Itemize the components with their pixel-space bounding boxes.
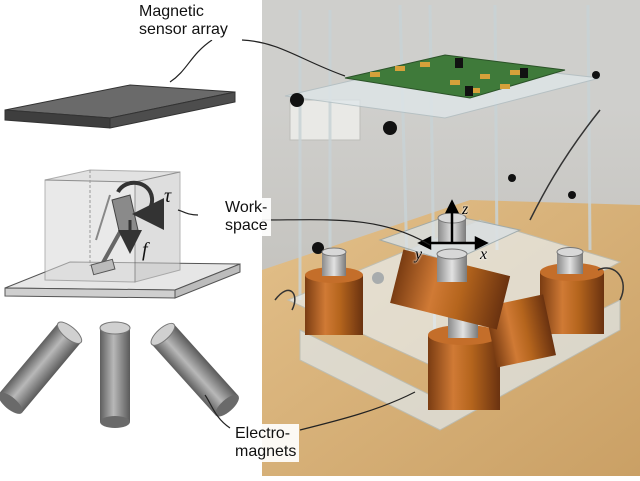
sensor-array-label-line2: sensor array <box>139 21 228 38</box>
leader-electro-to-coil <box>299 391 416 431</box>
torque-arrow <box>116 181 165 230</box>
coil-middle-right <box>484 294 556 368</box>
cylinder-center <box>99 321 131 428</box>
leader-workspace-to-cube <box>177 209 199 216</box>
leader-sensor-to-plate <box>169 39 213 83</box>
sensor-plate <box>4 84 236 129</box>
workspace-label: Work- space <box>222 198 271 236</box>
electromagnets-label: Electro- magnets <box>232 424 300 462</box>
coil-center <box>390 248 511 330</box>
cylinder-right <box>150 322 239 417</box>
cables <box>274 109 624 311</box>
coil-right <box>540 247 604 334</box>
leader-lines <box>169 39 431 431</box>
photo-axes <box>417 199 489 251</box>
coil-left <box>305 247 363 335</box>
photo-axis-x: x <box>480 246 488 263</box>
cylinder-left <box>0 321 83 414</box>
photo-axis-z: z <box>462 201 469 218</box>
torque-symbol: τ <box>164 185 172 207</box>
frame-knobs <box>290 71 600 284</box>
schematic-panel <box>0 84 241 428</box>
force-symbol: f <box>142 239 148 261</box>
sensor-pcb <box>344 54 566 99</box>
leader-electro-to-cylinder <box>204 394 231 429</box>
leader-sensor-to-pcb <box>241 39 346 77</box>
workspace-label-line2: space <box>225 217 268 234</box>
leader-workspace-to-photo <box>261 219 431 246</box>
photo-axis-y: y <box>415 246 423 263</box>
sensor-array-label-line1: Magnetic <box>139 3 204 20</box>
electromagnets-label-line1: Electro- <box>235 425 291 442</box>
sensor-array-label: Magnetic sensor array <box>136 2 231 40</box>
photo-panel <box>262 0 640 476</box>
workspace-label-line1: Work- <box>225 199 268 216</box>
electromagnets-label-line2: magnets <box>235 443 297 460</box>
